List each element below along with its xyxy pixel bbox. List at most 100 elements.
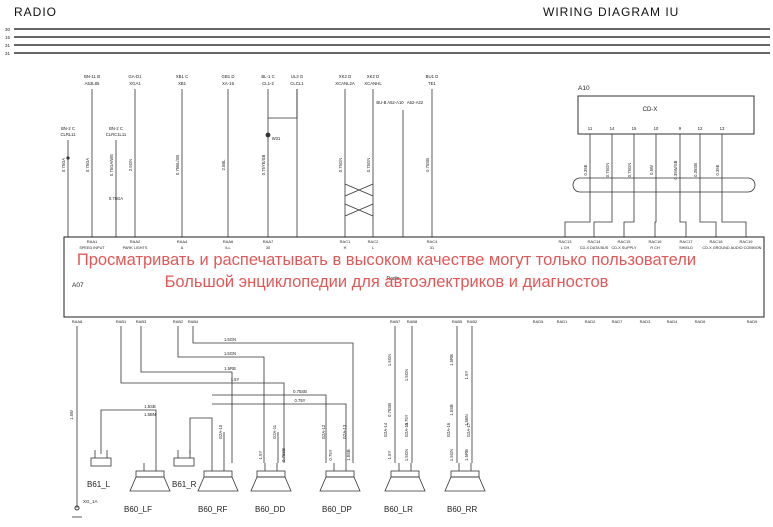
signal-wire (268, 89, 298, 119)
radio-pin-id: RAC1 (340, 239, 351, 244)
wire-color-label: 1.5BN (144, 412, 156, 417)
cable-harness-shield (572, 177, 756, 193)
tweeter-symbol (173, 457, 195, 467)
ground-point (265, 132, 271, 138)
wire-color-label: 0.75GN (627, 163, 632, 177)
cdx-pin-number: 9 (679, 126, 682, 131)
wire-color-label: 1.5RB (449, 354, 454, 366)
radio-id: A07 (72, 282, 84, 289)
ground-ref: W31 (272, 136, 281, 141)
woofer-cone (319, 476, 361, 492)
wire-color-label: 0.75Y (295, 398, 306, 403)
radio-pin-id: RAA2 (130, 239, 141, 244)
woofer-magnet (256, 470, 286, 478)
radio-pin-function: 31 (430, 246, 434, 250)
wire-color-label: 1.5W (69, 410, 74, 420)
wire-color-label: 2.5BL (221, 159, 226, 171)
speaker-wire (177, 326, 265, 463)
ground-label: XG_1A (83, 499, 98, 504)
connector-ref: G2A-11 (272, 424, 277, 439)
wire-color-label: 0.35E (583, 164, 588, 175)
radio-pin-function: L CH (561, 246, 570, 250)
wire-color-label: 0.35SB (693, 163, 698, 177)
radio-pin-id: RAA7 (263, 239, 274, 244)
wire-color-label: 0.75SB (425, 158, 430, 172)
connector-ref: XCANL2A (335, 81, 355, 86)
speaker-label: B61_R (172, 480, 197, 489)
radio-pin-id: RAC16 (649, 239, 663, 244)
radio-pin-function: CD-X SUPPLY (611, 246, 637, 250)
wire-color-label: 0.75SB (293, 389, 307, 394)
radio-pin-id: RAC2 (368, 239, 379, 244)
wire-color-label: 1.5SB (449, 404, 454, 416)
radio-pin-id-bottom: RAB5 (452, 319, 463, 324)
connector-ref: TE1 (428, 81, 436, 86)
wire-color-label: 1.5Y (464, 370, 469, 379)
radio-pin-function: ILL (225, 246, 230, 250)
wire-color-label: 1.5GN (224, 337, 236, 342)
twisted-pair-mark (344, 183, 361, 197)
wire-color-label: 0.35W/SB (673, 160, 678, 179)
cdx-radio-wire (699, 208, 717, 237)
connector-ref: A53L85 (85, 81, 100, 86)
radio-pin-id: RAC18 (710, 239, 724, 244)
cdx-radio-wire (623, 208, 635, 237)
twisted-pair-mark (357, 183, 374, 197)
radio-pin-id-bottom: RAD9 (747, 319, 758, 324)
radio-pin-id-bottom: RAB4 (188, 319, 199, 324)
connector-ref: G2A-12 (321, 424, 326, 439)
bus-label: 31 (5, 43, 11, 48)
connector-code: UL3 G (291, 74, 304, 79)
connector-ref: G2A-15 (404, 422, 409, 437)
cdx-box (577, 95, 755, 135)
connector-ref: G2A-17 (466, 422, 471, 437)
tweeter-symbol (90, 457, 112, 467)
speaker-wire (120, 326, 285, 463)
speaker-label: B60_LF (124, 505, 152, 514)
speaker-label: B60_DP (322, 505, 352, 514)
radio-pin-id-bottom: RAB2 (467, 319, 478, 324)
radio-pin-function: H (344, 246, 347, 250)
radio-pin-id-bottom: RAB2 (173, 319, 184, 324)
speaker-wire (192, 326, 354, 463)
connector-code: BN-11 B (84, 74, 100, 79)
wire-color-label: 1.5GN (224, 351, 236, 356)
radio-pin-function: L (372, 246, 374, 250)
wire-color-label: 0.75GN (338, 158, 343, 172)
connector-ref: G2A-16 (446, 422, 451, 437)
speaker-wire (100, 409, 157, 463)
radio-pin-id: RAA1 (87, 239, 98, 244)
wire-color-label: 1.5RB (224, 366, 236, 371)
woofer-cone (250, 476, 292, 492)
radio-pin-id-bottom: RAD7 (612, 319, 623, 324)
splice-dot (66, 156, 70, 160)
cdx-module: A10CD-X110.35E140.75GN150.75GN100.5W90.3… (572, 85, 756, 208)
radio-pin-id-bottom: RAD5 (533, 319, 544, 324)
woofer-magnet (325, 470, 355, 478)
radio-pin-id-bottom: RAD4 (667, 319, 678, 324)
connector-ref: CLRL11 (60, 132, 76, 137)
cdx-pin-number: 15 (632, 126, 637, 131)
radio-pin-id-bottom: RAA8 (72, 319, 83, 324)
wire-color-label: 1.5GN (387, 354, 392, 366)
speaker-wire (140, 326, 233, 463)
radio-pin-function: CD-X DATA BUS (580, 246, 609, 250)
wire-color-label: 0.5W (649, 165, 654, 175)
connector-code: XB1 C (176, 74, 188, 79)
radio-pin-id: RAC17 (680, 239, 694, 244)
woofer-magnet (203, 470, 233, 478)
cdx-radio-wire (679, 208, 687, 237)
cdx-name: CD-X (643, 107, 658, 113)
wire-color-label: 1.5RB (464, 449, 469, 461)
connector-ref: G2A-13 (342, 424, 347, 439)
radio-pin-id: RAC19 (740, 239, 754, 244)
connector-code: BN-2 C (61, 126, 75, 131)
radio-pin-function: A (181, 246, 184, 250)
cdx-id: A10 (578, 85, 590, 92)
speaker-wire (189, 417, 213, 463)
speaker-label: B60_LR (384, 505, 413, 514)
woofer-magnet (390, 470, 420, 478)
